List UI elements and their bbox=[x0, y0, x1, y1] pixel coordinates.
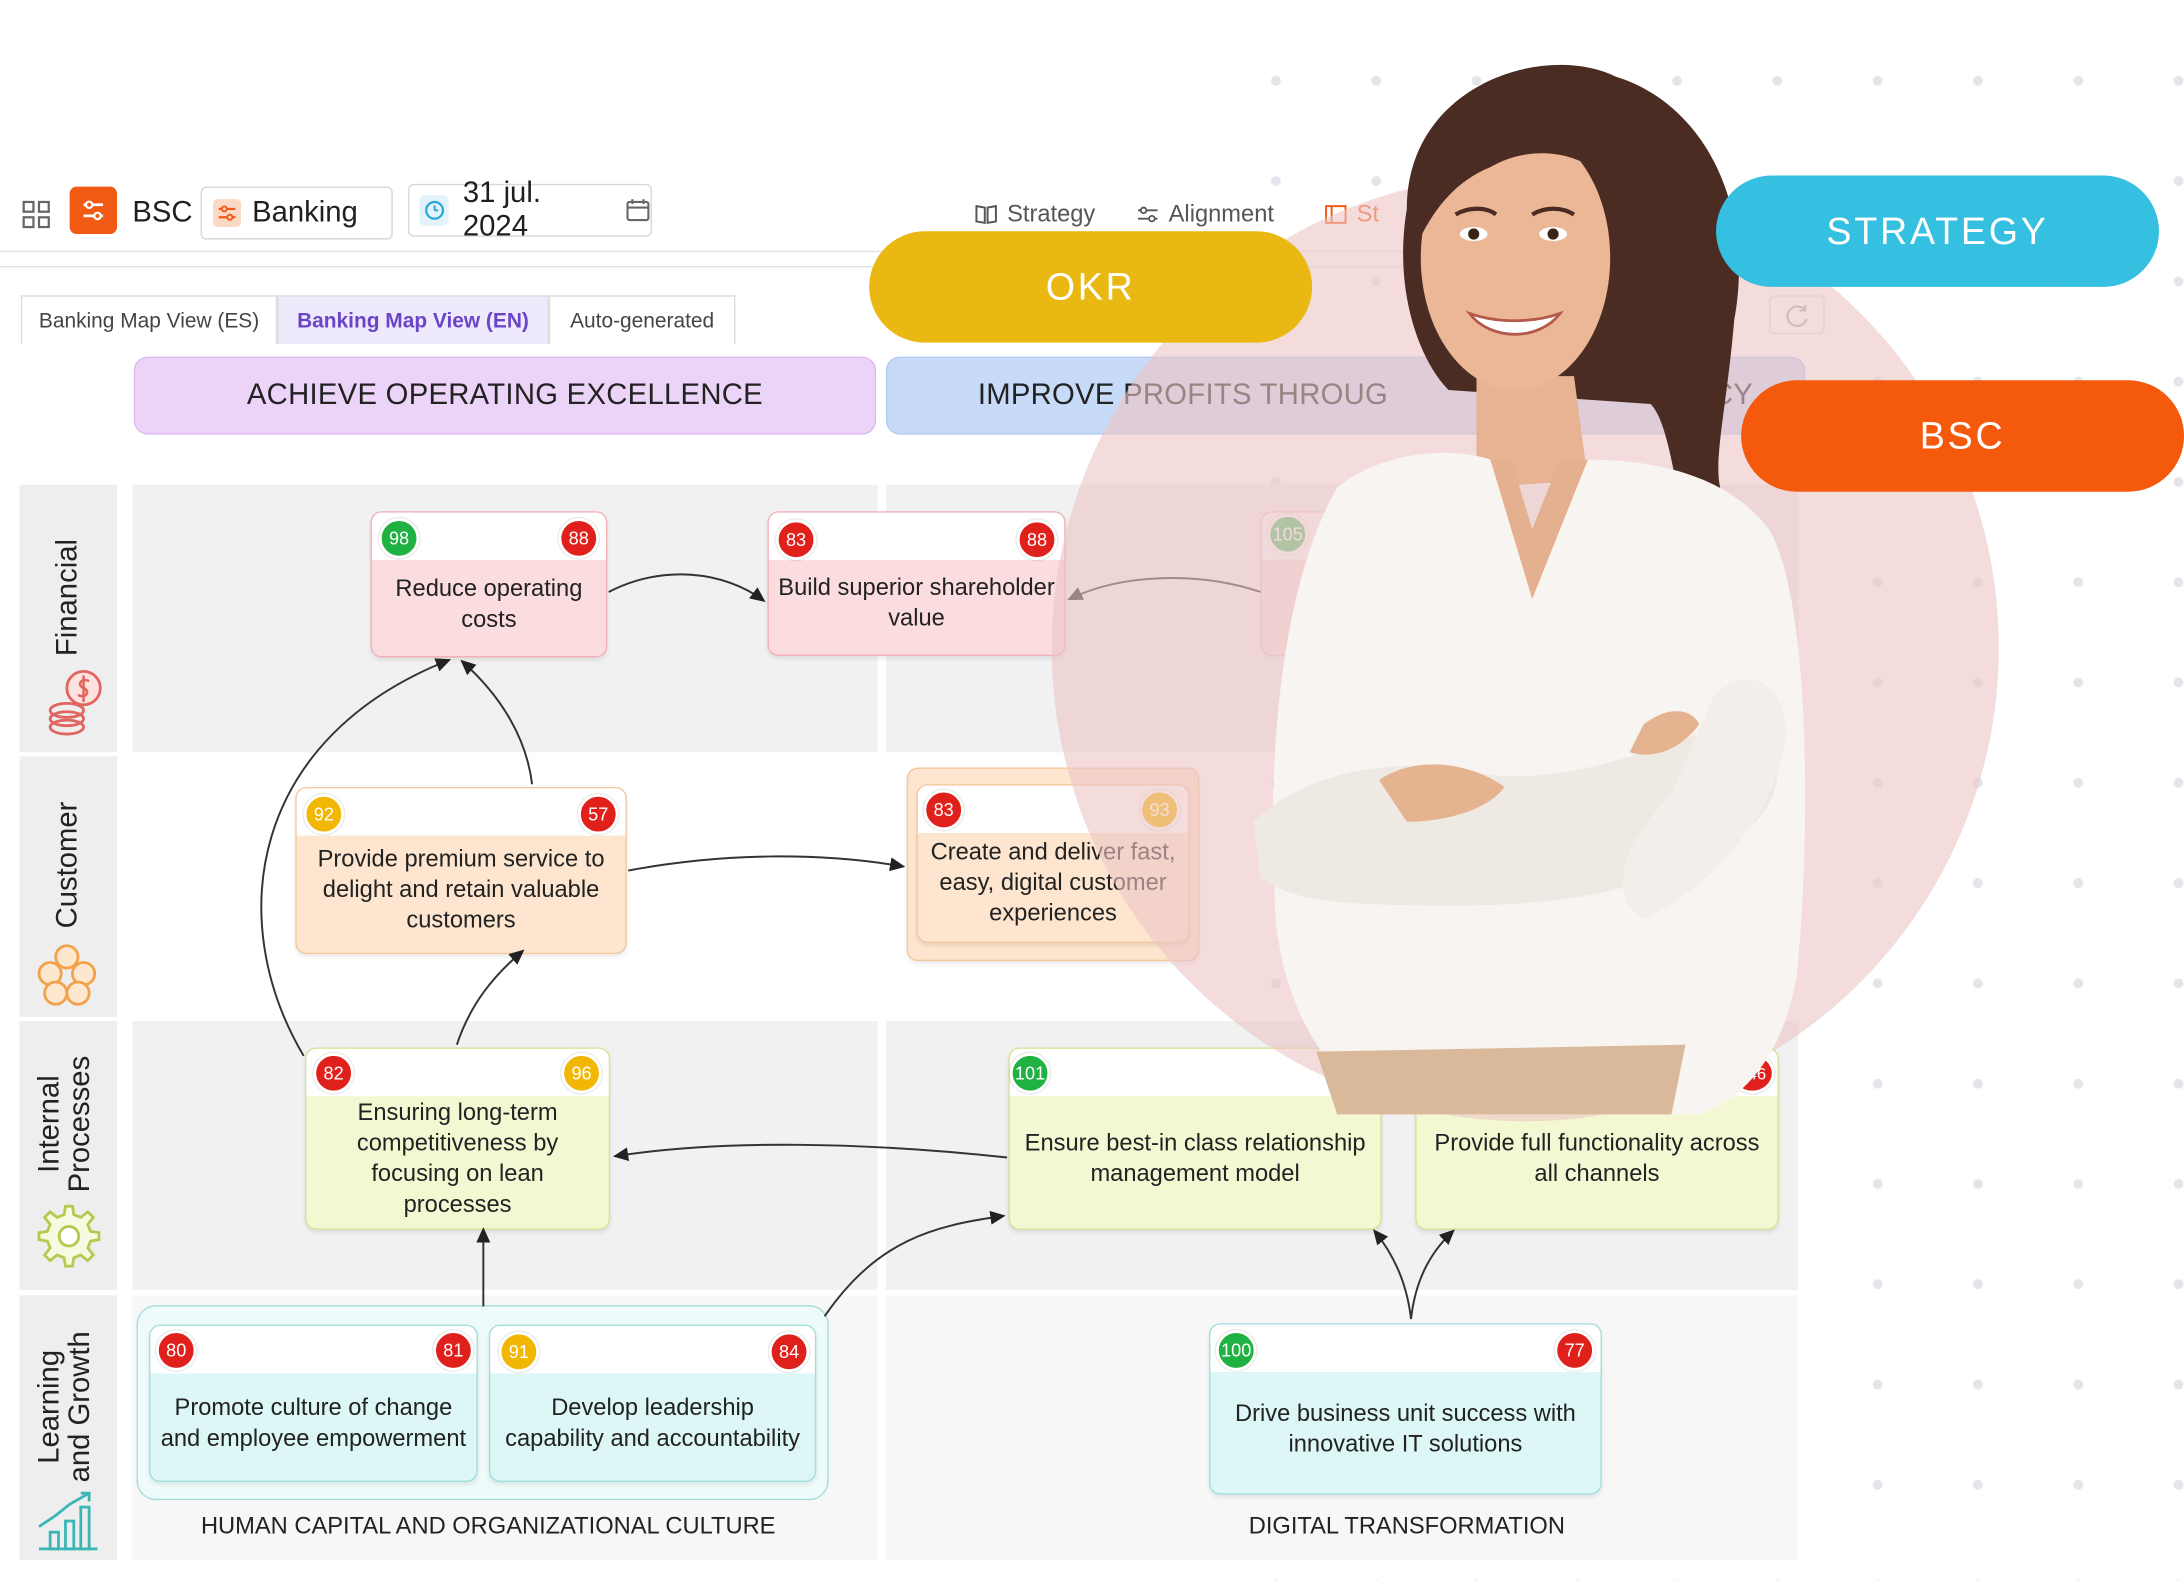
score-badge: 57 bbox=[578, 793, 619, 835]
objective-text: Build superior shareholder value bbox=[778, 573, 1055, 631]
tab-map-view-en[interactable]: Banking Map View (EN) bbox=[277, 295, 549, 345]
lane-label-internal: Internal Processes bbox=[19, 1020, 118, 1290]
objective-text: Reduce operating costs bbox=[395, 574, 583, 632]
date-value: 31 jul. 2024 bbox=[462, 176, 541, 243]
link-arrow bbox=[608, 573, 766, 603]
calendar-icon[interactable] bbox=[623, 196, 650, 224]
objective-text: Ensuring long-term competitiveness by fo… bbox=[356, 1098, 559, 1217]
objective-relationship-management[interactable]: 101 Ensure best-in class relationship ma… bbox=[1008, 1047, 1382, 1230]
objective-text: Ensure best-in class relationship manage… bbox=[1024, 1128, 1366, 1187]
score-badge: 101 bbox=[1009, 1053, 1051, 1094]
nav-strategy[interactable]: Strategy bbox=[974, 200, 1096, 229]
adjust-icon bbox=[1135, 202, 1160, 227]
objective-it-solutions[interactable]: 100 77 Drive business unit success with … bbox=[1209, 1323, 1602, 1495]
score-badge: 80 bbox=[156, 1330, 197, 1371]
people-icon bbox=[37, 944, 97, 1006]
lane-label-customer: Customer bbox=[19, 756, 118, 1017]
score-badge: 88 bbox=[1016, 519, 1058, 560]
tab-auto-generated[interactable]: Auto-generated bbox=[548, 295, 736, 345]
score-badge: 96 bbox=[561, 1053, 602, 1094]
strategy-tag: STRATEGY bbox=[1716, 175, 2159, 287]
score-badge: 100 bbox=[1216, 1330, 1257, 1371]
objective-leadership[interactable]: 91 84 Develop leadership capability and … bbox=[488, 1324, 817, 1483]
link-arrow bbox=[628, 855, 906, 872]
link-arrow bbox=[823, 1210, 1006, 1317]
clock-icon bbox=[419, 195, 449, 226]
nav-alignment-label: Alignment bbox=[1168, 200, 1274, 228]
link-arrow bbox=[460, 659, 534, 785]
score-badge: 91 bbox=[498, 1331, 540, 1373]
link-arrow bbox=[260, 658, 452, 1057]
date-picker[interactable]: 31 jul. 2024 bbox=[408, 177, 652, 242]
link-arrow bbox=[612, 1143, 1008, 1162]
book-icon bbox=[974, 202, 999, 227]
lane-label-financial: Financial bbox=[19, 484, 118, 753]
score-badge: 84 bbox=[768, 1331, 810, 1373]
link-arrow bbox=[1410, 1229, 1455, 1320]
score-badge: 98 bbox=[378, 518, 420, 559]
bsc-logo[interactable] bbox=[69, 186, 118, 235]
tab-map-view-es[interactable]: Banking Map View (ES) bbox=[20, 295, 278, 345]
score-badge: 83 bbox=[923, 789, 964, 831]
objective-text: Drive business unit success with innovat… bbox=[1235, 1399, 1576, 1457]
grid-icon[interactable] bbox=[20, 198, 53, 231]
score-badge: 81 bbox=[433, 1330, 474, 1371]
bsc-tag: BSC bbox=[1741, 380, 2184, 492]
score-badge: 88 bbox=[558, 518, 599, 559]
objective-text: Develop leadership capability and accoun… bbox=[505, 1393, 801, 1451]
sliders-icon bbox=[83, 200, 104, 221]
objective-text: Provide full functionality across all ch… bbox=[1434, 1128, 1760, 1187]
objective-promote-culture[interactable]: 80 81 Promote culture of change and empl… bbox=[149, 1324, 478, 1483]
score-badge: 77 bbox=[1554, 1330, 1595, 1371]
objective-lean-processes[interactable]: 82 96 Ensuring long-term competitiveness… bbox=[305, 1047, 611, 1230]
org-selector-value: Banking bbox=[252, 196, 358, 229]
okr-tag: OKR bbox=[869, 231, 1313, 343]
group-human-capital-label: HUMAN CAPITAL AND ORGANIZATIONAL CULTURE bbox=[200, 1512, 776, 1540]
score-badge: 83 bbox=[775, 519, 817, 560]
nav-strategy-label: Strategy bbox=[1007, 200, 1096, 228]
objective-shareholder-value[interactable]: 83 88 Build superior shareholder value bbox=[767, 511, 1066, 657]
score-badge: 82 bbox=[313, 1053, 354, 1094]
group-digital-label: DIGITAL TRANSFORMATION bbox=[1248, 1512, 1565, 1540]
objective-premium-service[interactable]: 92 57 Provide premium service to delight… bbox=[295, 786, 627, 955]
lane-label-learning: Learning and Growth bbox=[19, 1295, 118, 1561]
link-arrow bbox=[1373, 1229, 1412, 1320]
sliders-icon bbox=[213, 199, 241, 228]
theme-operating-excellence: ACHIEVE OPERATING EXCELLENCE bbox=[133, 356, 877, 435]
growth-chart-icon bbox=[38, 1491, 98, 1551]
objective-reduce-operating-costs[interactable]: 98 88 Reduce operating costs bbox=[370, 511, 608, 658]
nav-alignment[interactable]: Alignment bbox=[1135, 201, 1274, 229]
org-selector[interactable]: Banking bbox=[200, 186, 393, 240]
objective-text: Provide premium service to delight and r… bbox=[317, 845, 605, 934]
gear-icon bbox=[37, 1204, 101, 1268]
app-label: BSC bbox=[132, 196, 193, 229]
objective-text: Promote culture of change and employee e… bbox=[160, 1393, 467, 1451]
link-arrow bbox=[455, 949, 525, 1045]
score-badge: 92 bbox=[303, 793, 345, 835]
coins-icon bbox=[48, 669, 102, 736]
